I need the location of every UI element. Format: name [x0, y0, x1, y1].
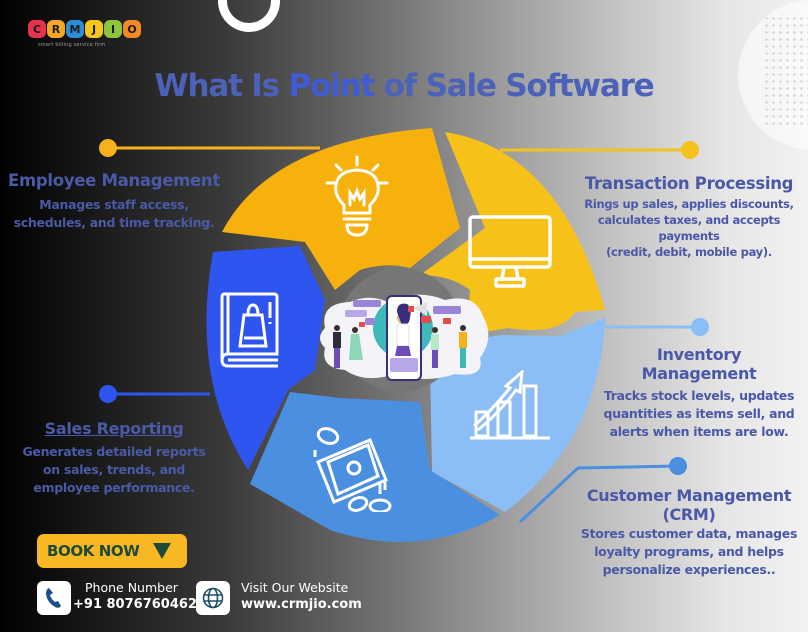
title-part-3: of Sale Software	[374, 68, 655, 104]
logo-letter: R	[47, 20, 65, 38]
feature-title: Transaction Processing	[584, 174, 794, 193]
crmjio-logo[interactable]: C R M J I O smart billing service firm	[28, 20, 143, 58]
desc-line: Manages staff access,	[39, 197, 189, 212]
phone-icon	[46, 588, 61, 608]
feature-title: Customer Management (CRM)	[570, 486, 808, 524]
title-part-1: What Is	[154, 68, 289, 104]
feature-customer-management: Customer Management (CRM) Stores custome…	[570, 486, 808, 579]
desc-line: Tracks stock levels, updates	[603, 388, 795, 403]
title-part-2: Point	[288, 68, 375, 104]
monitor-icon	[468, 215, 552, 288]
globe-icon	[202, 587, 224, 609]
marketing-illustration	[320, 294, 489, 381]
phone-icon-box	[37, 581, 71, 615]
feature-description: Tracks stock levels, updates quantities …	[590, 387, 808, 441]
title-line: (CRM)	[662, 505, 716, 524]
logo-letter: I	[104, 20, 122, 38]
growth-chart-icon	[470, 370, 550, 440]
phone-contact[interactable]: Phone Number +91 8076760462	[37, 580, 197, 615]
book-now-label: BOOK NOW	[47, 542, 140, 560]
money-icon	[313, 427, 392, 512]
desc-line: Rings up sales, applies discounts,	[584, 197, 794, 211]
feature-description: Stores customer data, manages loyalty pr…	[570, 525, 808, 579]
feature-sales-reporting: Sales Reporting Generates detailed repor…	[0, 419, 228, 497]
title-line: Inventory	[656, 345, 742, 364]
feature-description: Generates detailed reports on sales, tre…	[0, 443, 228, 497]
desc-line: Stores customer data, manages	[580, 526, 798, 541]
logo-letter: O	[123, 20, 141, 38]
phone-number[interactable]: +91 8076760462	[73, 597, 197, 612]
globe-icon-box	[196, 581, 230, 615]
desc-line: loyalty programs, and helps	[594, 544, 784, 559]
chevron-down-icon	[153, 543, 172, 559]
logo-letter: J	[85, 20, 103, 38]
title-line: Management	[641, 364, 757, 383]
desc-line: employee performance.	[33, 480, 195, 495]
feature-title: Inventory Management	[590, 345, 808, 383]
website-link[interactable]: www.crmjio.com	[241, 597, 362, 612]
title-line: Customer Management	[586, 486, 792, 505]
phone-label: Phone Number	[85, 580, 178, 595]
desc-line: alerts when items are low.	[609, 424, 789, 439]
website-contact[interactable]: Visit Our Website www.crmjio.com	[196, 580, 362, 615]
logo-letters: C R M J I O	[28, 20, 143, 38]
desc-line: quantities as items sell, and	[603, 406, 795, 421]
lightbulb-icon	[325, 155, 389, 237]
dot-pattern	[763, 15, 808, 125]
decorative-arc	[218, 0, 280, 32]
book-now-button[interactable]: BOOK NOW	[37, 534, 187, 568]
feature-description: Rings up sales, applies discounts, calcu…	[570, 196, 808, 260]
feature-title: Employee Management	[8, 171, 220, 190]
desc-line: (credit, debit, mobile pay).	[606, 245, 772, 259]
logo-tagline: smart billing service firm	[38, 42, 106, 48]
ring-segment-transaction	[420, 132, 605, 335]
feature-employee-management: Employee Management Manages staff access…	[0, 171, 228, 232]
logo-letter: M	[66, 20, 84, 38]
desc-line: schedules, and time tracking.	[13, 215, 215, 230]
website-label: Visit Our Website	[241, 580, 349, 595]
feature-inventory-management: Inventory Management Tracks stock levels…	[590, 345, 808, 441]
ring-segment-sales	[206, 246, 325, 470]
desc-line: personalize experiences..	[602, 562, 776, 577]
feature-title[interactable]: Sales Reporting	[44, 419, 184, 438]
feature-transaction-processing: Transaction Processing Rings up sales, a…	[570, 174, 808, 260]
desc-line: Generates detailed reports	[22, 444, 206, 459]
feature-description: Manages staff access, schedules, and tim…	[0, 196, 228, 232]
shopping-book-icon	[220, 292, 279, 368]
desc-line: on sales, trends, and	[42, 462, 185, 477]
desc-line: calculates taxes, and accepts payments	[597, 213, 781, 243]
page-title: What Is Point of Sale Software	[0, 68, 808, 104]
logo-letter: C	[28, 20, 46, 38]
ring-segment-employee	[222, 128, 460, 290]
